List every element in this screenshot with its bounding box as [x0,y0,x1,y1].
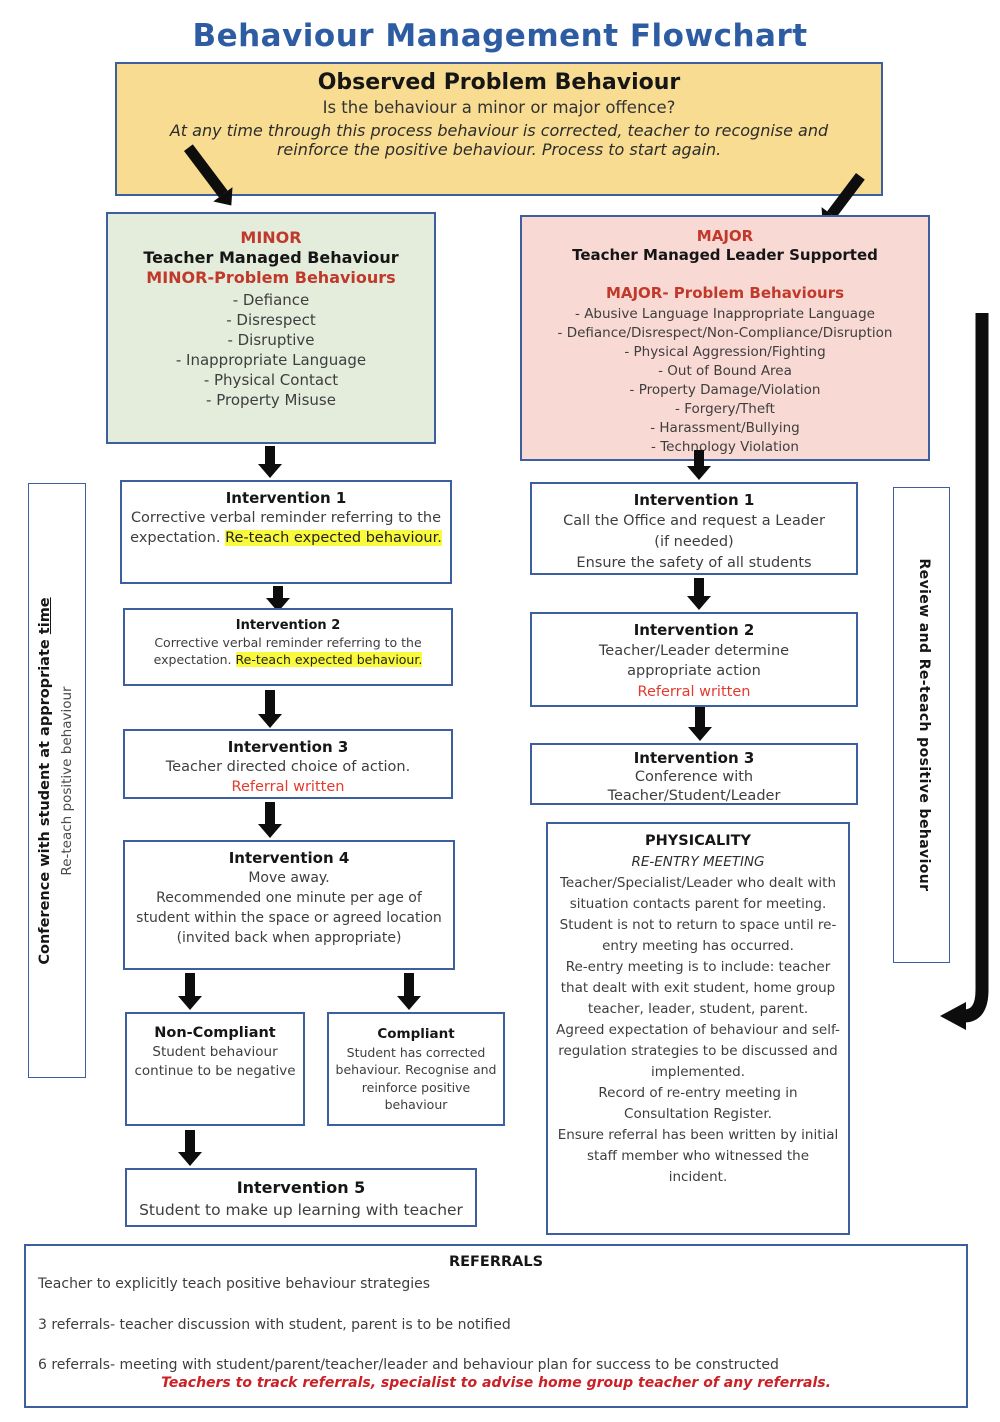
minor-intervention2-box: Intervention 2 Corrective verbal reminde… [123,608,453,686]
major-intervention3-body: Conference with Teacher/Student/Leader [607,769,781,804]
minor-intervention4-title: Intervention 4 [228,849,350,867]
minor-intervention2-body: Corrective verbal reminder referring to … [133,634,443,668]
minor-intervention5-body: Student to make up learning with teacher [139,1201,463,1219]
arrow-major-to-int1-icon [687,450,711,480]
referrals-line2: 3 referrals- teacher discussion with stu… [38,1317,511,1333]
review-sidebar: Review and Re-teach positive behaviour [893,487,950,963]
compliant-body: Student has corrected behaviour. Recogni… [335,1044,497,1113]
major-problem-item: - Defiance/Disrespect/Non-Compliance/Dis… [557,325,893,341]
major-problem-item: - Out of Bound Area [658,363,792,379]
conference-sidebar: Conference with student at appropriate t… [28,483,86,1078]
minor-intervention3-box: Intervention 3 Teacher directed choice o… [123,729,453,799]
minor-problem-item: - Defiance [232,291,310,309]
minor-intervention1-box: Intervention 1 Corrective verbal reminde… [120,480,452,584]
minor-intervention2-highlight: Re-teach expected behaviour. [235,652,423,667]
minor-problem-item: - Property Misuse [206,391,336,409]
referrals-line1: Teacher to explicitly teach positive beh… [38,1276,431,1292]
major-problems-title: MAJOR- Problem Behaviours [605,284,845,302]
minor-problem-item: - Physical Contact [203,371,339,389]
observed-subtitle: Is the behaviour a minor or major offenc… [322,98,676,117]
page-title: Behaviour Management Flowchart [192,18,808,54]
arrow-minor-to-int1-icon [258,446,282,478]
major-problem-item: - Abusive Language Inappropriate Languag… [575,306,875,322]
compliant-box: Compliant Student has corrected behaviou… [327,1012,505,1126]
major-intervention3-box: Intervention 3 Conference with Teacher/S… [530,743,858,805]
major-problems-list: - Abusive Language Inappropriate Languag… [522,305,928,457]
arrow-int3-to-int4-icon [258,802,282,838]
major-intervention2-body: Teacher/Leader determine appropriate act… [598,642,790,680]
minor-intervention3-body: Teacher directed choice of action. [165,759,411,775]
observed-problem-box: Observed Problem Behaviour Is the behavi… [115,62,883,196]
conference-sidebar-sub-line: Re-teach positive behaviour [59,685,75,876]
physicality-box: PHYSICALITY RE-ENTRY MEETING Teacher/Spe… [546,822,850,1235]
arrow-rint2-to-rint3-icon [688,707,712,741]
arrow-int4-to-noncompliant-icon [178,973,202,1010]
arrow-rint1-to-rint2-icon [687,578,711,610]
minor-problem-item: - Inappropriate Language [175,351,367,369]
conference-sidebar-text: Conference with student at appropriate t… [34,483,80,1078]
major-problem-item: - Forgery/Theft [675,401,775,417]
compliant-title: Compliant [377,1026,455,1042]
major-intervention2-referral: Referral written [637,683,751,700]
minor-intervention4-box: Intervention 4 Move away. Recommended on… [123,840,455,970]
arrow-int2-to-int3-icon [258,690,282,728]
referrals-line3: 6 referrals- meeting with student/parent… [38,1357,779,1373]
minor-intervention5-title: Intervention 5 [236,1178,366,1197]
non-compliant-box: Non-Compliant Student behaviour continue… [125,1012,305,1126]
minor-intervention3-title: Intervention 3 [227,738,349,756]
major-intervention3-title: Intervention 3 [633,749,755,767]
major-problem-item: - Physical Aggression/Fighting [624,344,826,360]
observed-note: At any time through this process behavio… [169,121,829,159]
minor-intervention1-body: Corrective verbal reminder referring to … [130,508,442,548]
conference-text-underlined: time [37,596,53,634]
major-intervention1-body: Call the Office and request a Leader (if… [563,513,825,571]
non-compliant-body: Student behaviour continue to be negativ… [134,1044,296,1079]
conference-sidebar-bold-line: Conference with student at appropriate t… [34,483,56,1078]
physicality-body: Teacher/Specialist/Leader who dealt with… [556,875,840,1185]
arrow-review-return-icon [940,313,989,1030]
major-label: MAJOR [696,227,754,245]
major-intervention2-title: Intervention 2 [633,621,755,639]
minor-problem-item: - Disruptive [227,331,315,349]
minor-problem-item: - Disrespect [226,311,316,329]
observed-title: Observed Problem Behaviour [317,70,681,95]
major-intervention1-box: Intervention 1 Call the Office and reque… [530,482,858,575]
referrals-title: REFERRALS [448,1254,544,1270]
non-compliant-title: Non-Compliant [154,1025,276,1041]
physicality-title: PHYSICALITY [645,833,751,849]
major-box: MAJOR Teacher Managed Leader Supported M… [520,215,930,461]
minor-label: MINOR [240,228,302,247]
major-problem-item: - Property Damage/Violation [629,382,821,398]
major-problem-item: - Technology Violation [651,439,799,455]
minor-problems-title: MINOR-Problem Behaviours [146,268,396,287]
physicality-subtitle: RE-ENTRY MEETING [631,854,765,870]
minor-intervention4-body: Move away. Recommended one minute per ag… [136,870,442,946]
arrow-int4-to-compliant-icon [397,973,421,1010]
minor-intervention2-title: Intervention 2 [235,618,341,633]
minor-intervention1-text: Corrective verbal reminder referring to … [130,510,442,546]
minor-box: MINOR Teacher Managed Behaviour MINOR-Pr… [106,212,436,444]
minor-subtitle: Teacher Managed Behaviour [143,248,399,267]
minor-intervention5-box: Intervention 5 Student to make up learni… [125,1168,477,1227]
major-problem-item: - Harassment/Bullying [650,420,800,436]
minor-intervention1-title: Intervention 1 [225,489,347,507]
conference-text: Conference with student at appropriate [37,633,53,965]
minor-intervention1-highlight: Re-teach expected behaviour. [225,530,442,546]
arrow-noncompliant-to-int5-icon [178,1130,202,1166]
major-subtitle: Teacher Managed Leader Supported [572,246,878,264]
minor-intervention3-referral: Referral written [231,779,345,795]
minor-problems-list: - Defiance - Disrespect - Disruptive - I… [108,290,434,410]
referrals-box: REFERRALS Teacher to explicitly teach po… [24,1244,968,1408]
major-intervention1-title: Intervention 1 [633,491,755,509]
referrals-note: Teachers to track referrals, specialist … [161,1375,831,1391]
major-intervention2-box: Intervention 2 Teacher/Leader determine … [530,612,858,707]
minor-intervention2-text: Corrective verbal reminder referring to … [153,635,422,667]
